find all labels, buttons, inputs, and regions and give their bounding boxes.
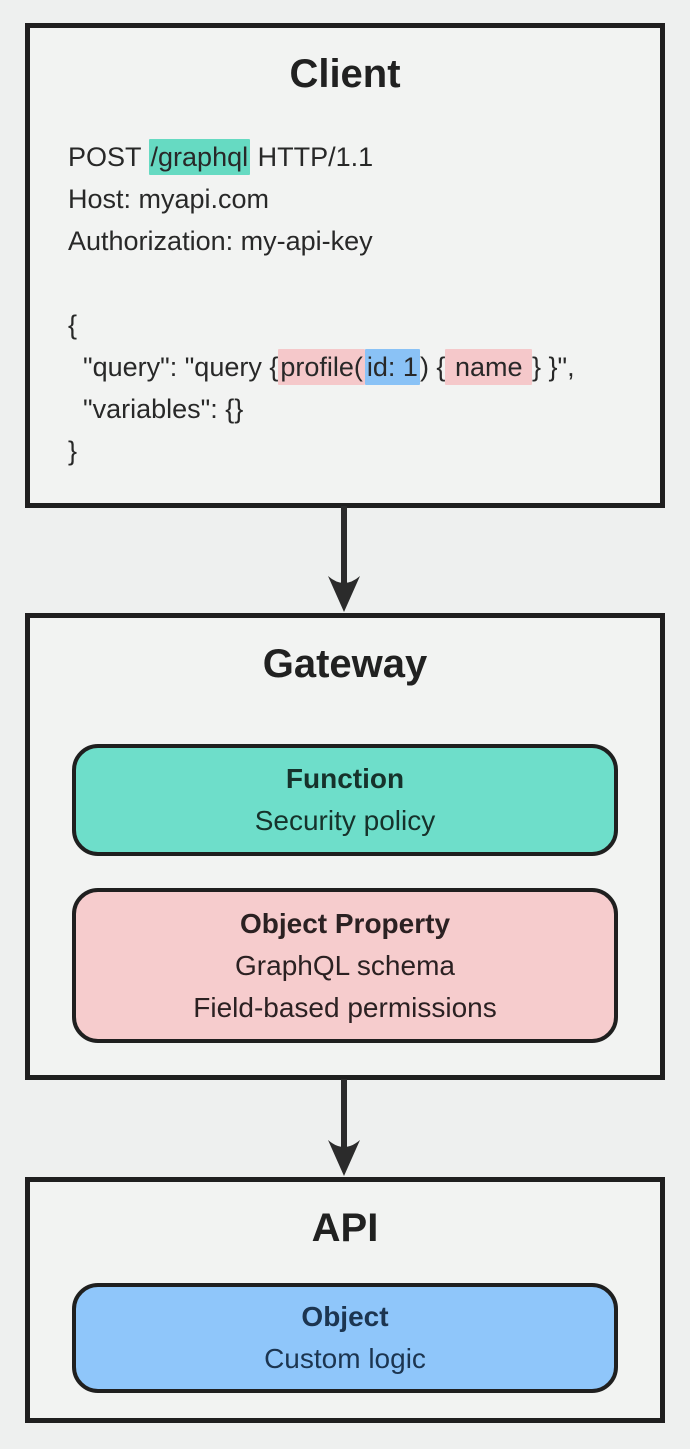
request-line: POST /graphql HTTP/1.1: [68, 136, 575, 178]
arrow-gateway-to-api: [328, 1079, 360, 1176]
function-node: Function Security policy: [72, 744, 618, 856]
host-header: Host: myapi.com: [68, 184, 270, 214]
arrow-client-to-gateway: [328, 506, 360, 612]
json-open-brace: {: [68, 310, 78, 340]
object-property-node-line2: Field-based permissions: [193, 991, 497, 1023]
query-name-highlight: name: [445, 349, 532, 385]
object-node-subtitle: Custom logic: [264, 1343, 426, 1374]
object-node: Object Custom logic: [72, 1283, 618, 1393]
json-close-brace: }: [68, 436, 78, 466]
query-suffix: } }",: [532, 352, 575, 382]
object-property-node-line1: GraphQL schema: [235, 949, 455, 981]
query-mid: ) {: [419, 352, 446, 382]
client-box: Client POST /graphql HTTP/1.1 Host: myap…: [25, 23, 665, 508]
object-node-title: Object: [301, 1301, 389, 1332]
client-title: Client: [289, 52, 401, 96]
json-query-line: "query": "query {profile(id: 1) { name }…: [68, 346, 575, 388]
api-title: API: [311, 1206, 379, 1250]
request-path-highlight: /graphql: [148, 139, 251, 175]
function-node-title: Function: [285, 763, 405, 794]
query-prefix: "query": "query {: [68, 352, 279, 382]
request-protocol: HTTP/1.1: [250, 142, 374, 172]
request-method: POST: [68, 142, 149, 172]
gateway-box: Gateway Function Security policy Object …: [25, 613, 665, 1080]
http-request-code: POST /graphql HTTP/1.1 Host: myapi.com A…: [68, 136, 575, 472]
json-variables-line: "variables": {}: [68, 394, 244, 424]
query-arg-highlight: id: 1: [364, 349, 420, 385]
query-field-highlight: profile(: [278, 349, 365, 385]
object-property-node-title: Object Property: [239, 907, 451, 939]
blank-line: [68, 262, 575, 304]
gateway-title: Gateway: [262, 642, 428, 686]
authorization-header: Authorization: my-api-key: [68, 226, 373, 256]
object-property-node: Object Property GraphQL schema Field-bas…: [72, 888, 618, 1043]
api-box: API Object Custom logic: [25, 1177, 665, 1423]
function-node-subtitle: Security policy: [254, 805, 436, 836]
